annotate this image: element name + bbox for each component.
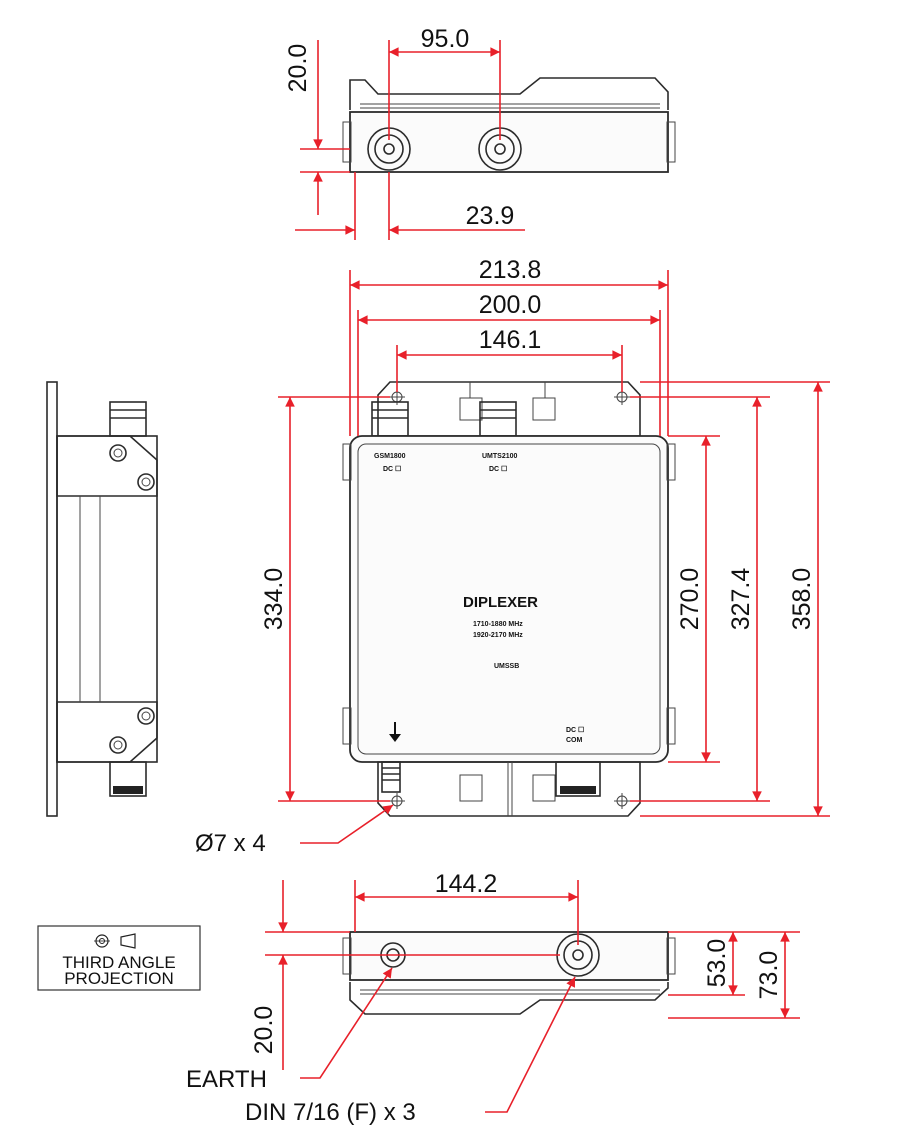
dim-23-9: 23.9 — [466, 202, 515, 230]
port-label-left: GSM1800 — [374, 453, 406, 460]
bottom-view — [342, 931, 676, 1015]
com-label: COM — [566, 737, 583, 744]
device-title: DIPLEXER — [463, 594, 538, 611]
dim-144-2: 144.2 — [435, 870, 498, 898]
dc-label-right: DC ☐ — [489, 465, 507, 473]
dim-358: 358.0 — [788, 568, 816, 631]
side-view — [46, 381, 158, 817]
dim-53: 53.0 — [703, 939, 731, 988]
freq-label-1: 1710-1880 MHz — [473, 621, 523, 628]
top-view — [342, 77, 676, 173]
dim-20-top: 20.0 — [284, 44, 312, 93]
dim-270: 270.0 — [676, 568, 704, 631]
dim-213-8: 213.8 — [479, 256, 542, 284]
projection-line-1: THIRD ANGLE — [62, 953, 175, 972]
freq-label-2: 1920-2170 MHz — [473, 632, 523, 639]
dc-label-com: DC ☐ — [566, 726, 584, 734]
earth-arrow-icon — [389, 722, 401, 742]
dc-label-left: DC ☐ — [383, 465, 401, 473]
dim-146-1: 146.1 — [479, 326, 542, 354]
dim-327-4: 327.4 — [727, 568, 755, 631]
callout-earth: EARTH — [186, 1066, 267, 1093]
port-label-right: UMTS2100 — [482, 453, 518, 460]
projection-line-2: PROJECTION — [64, 969, 174, 988]
callout-din: DIN 7/16 (F) x 3 — [245, 1099, 416, 1126]
dim-200: 200.0 — [479, 291, 542, 319]
dim-20-bottom: 20.0 — [250, 1006, 278, 1055]
dim-95: 95.0 — [421, 25, 470, 53]
projection-symbol-icon — [94, 933, 136, 949]
front-view — [342, 381, 676, 817]
projection-box: THIRD ANGLE PROJECTION — [37, 925, 201, 991]
dim-334: 334.0 — [260, 568, 288, 631]
callout-holes: Ø7 x 4 — [195, 830, 266, 857]
device-code: UMSSB — [494, 663, 519, 670]
dim-73: 73.0 — [755, 951, 783, 1000]
